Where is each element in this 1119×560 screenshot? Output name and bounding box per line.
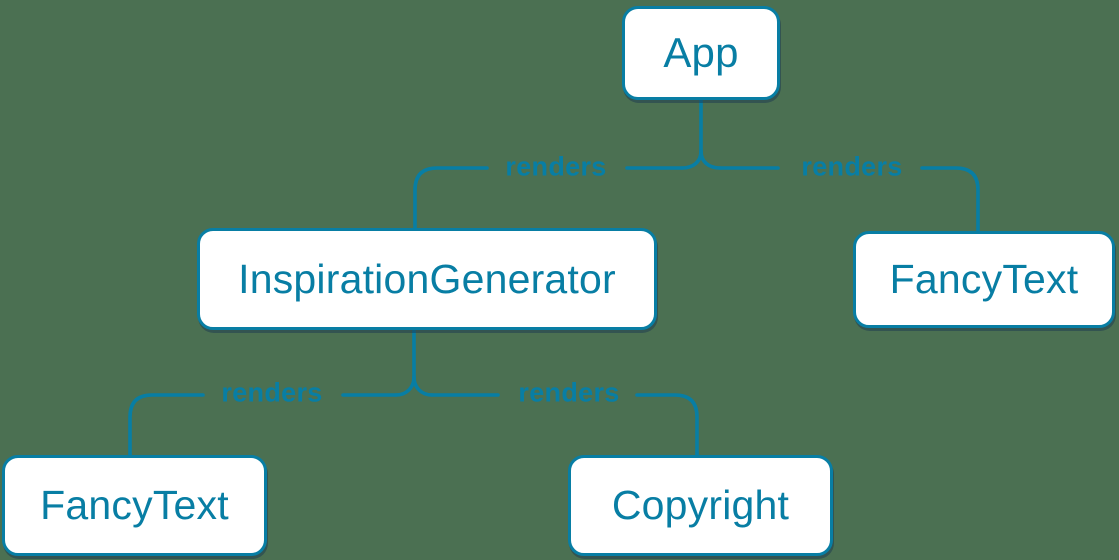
edge-label-ig-copyright: renders — [518, 377, 620, 408]
connector-app-flare-left — [680, 149, 703, 170]
node-copyright: Copyright — [568, 455, 833, 556]
node-inspiration-generator: InspirationGenerator — [197, 228, 657, 330]
connector-ig-flare-right — [412, 375, 434, 397]
node-fancy-text-top: FancyText — [853, 231, 1115, 328]
connector-app-flare-right — [699, 149, 722, 170]
connector-app-to-inspirationgenerator-drop — [413, 166, 489, 233]
connector-ig-to-fancytext-drop — [128, 393, 205, 460]
node-app: App — [622, 6, 780, 100]
edge-label-ig-fancytext: renders — [221, 377, 323, 408]
connector-app-to-fancytext-drop — [920, 166, 980, 236]
edge-label-app-fancytext: renders — [801, 151, 903, 182]
connector-ig-to-copyright-drop — [635, 393, 699, 460]
node-fancy-text-bottom: FancyText — [2, 455, 267, 556]
connector-ig-flare-left — [394, 375, 416, 397]
edge-label-app-inspirationgenerator: renders — [505, 151, 607, 182]
